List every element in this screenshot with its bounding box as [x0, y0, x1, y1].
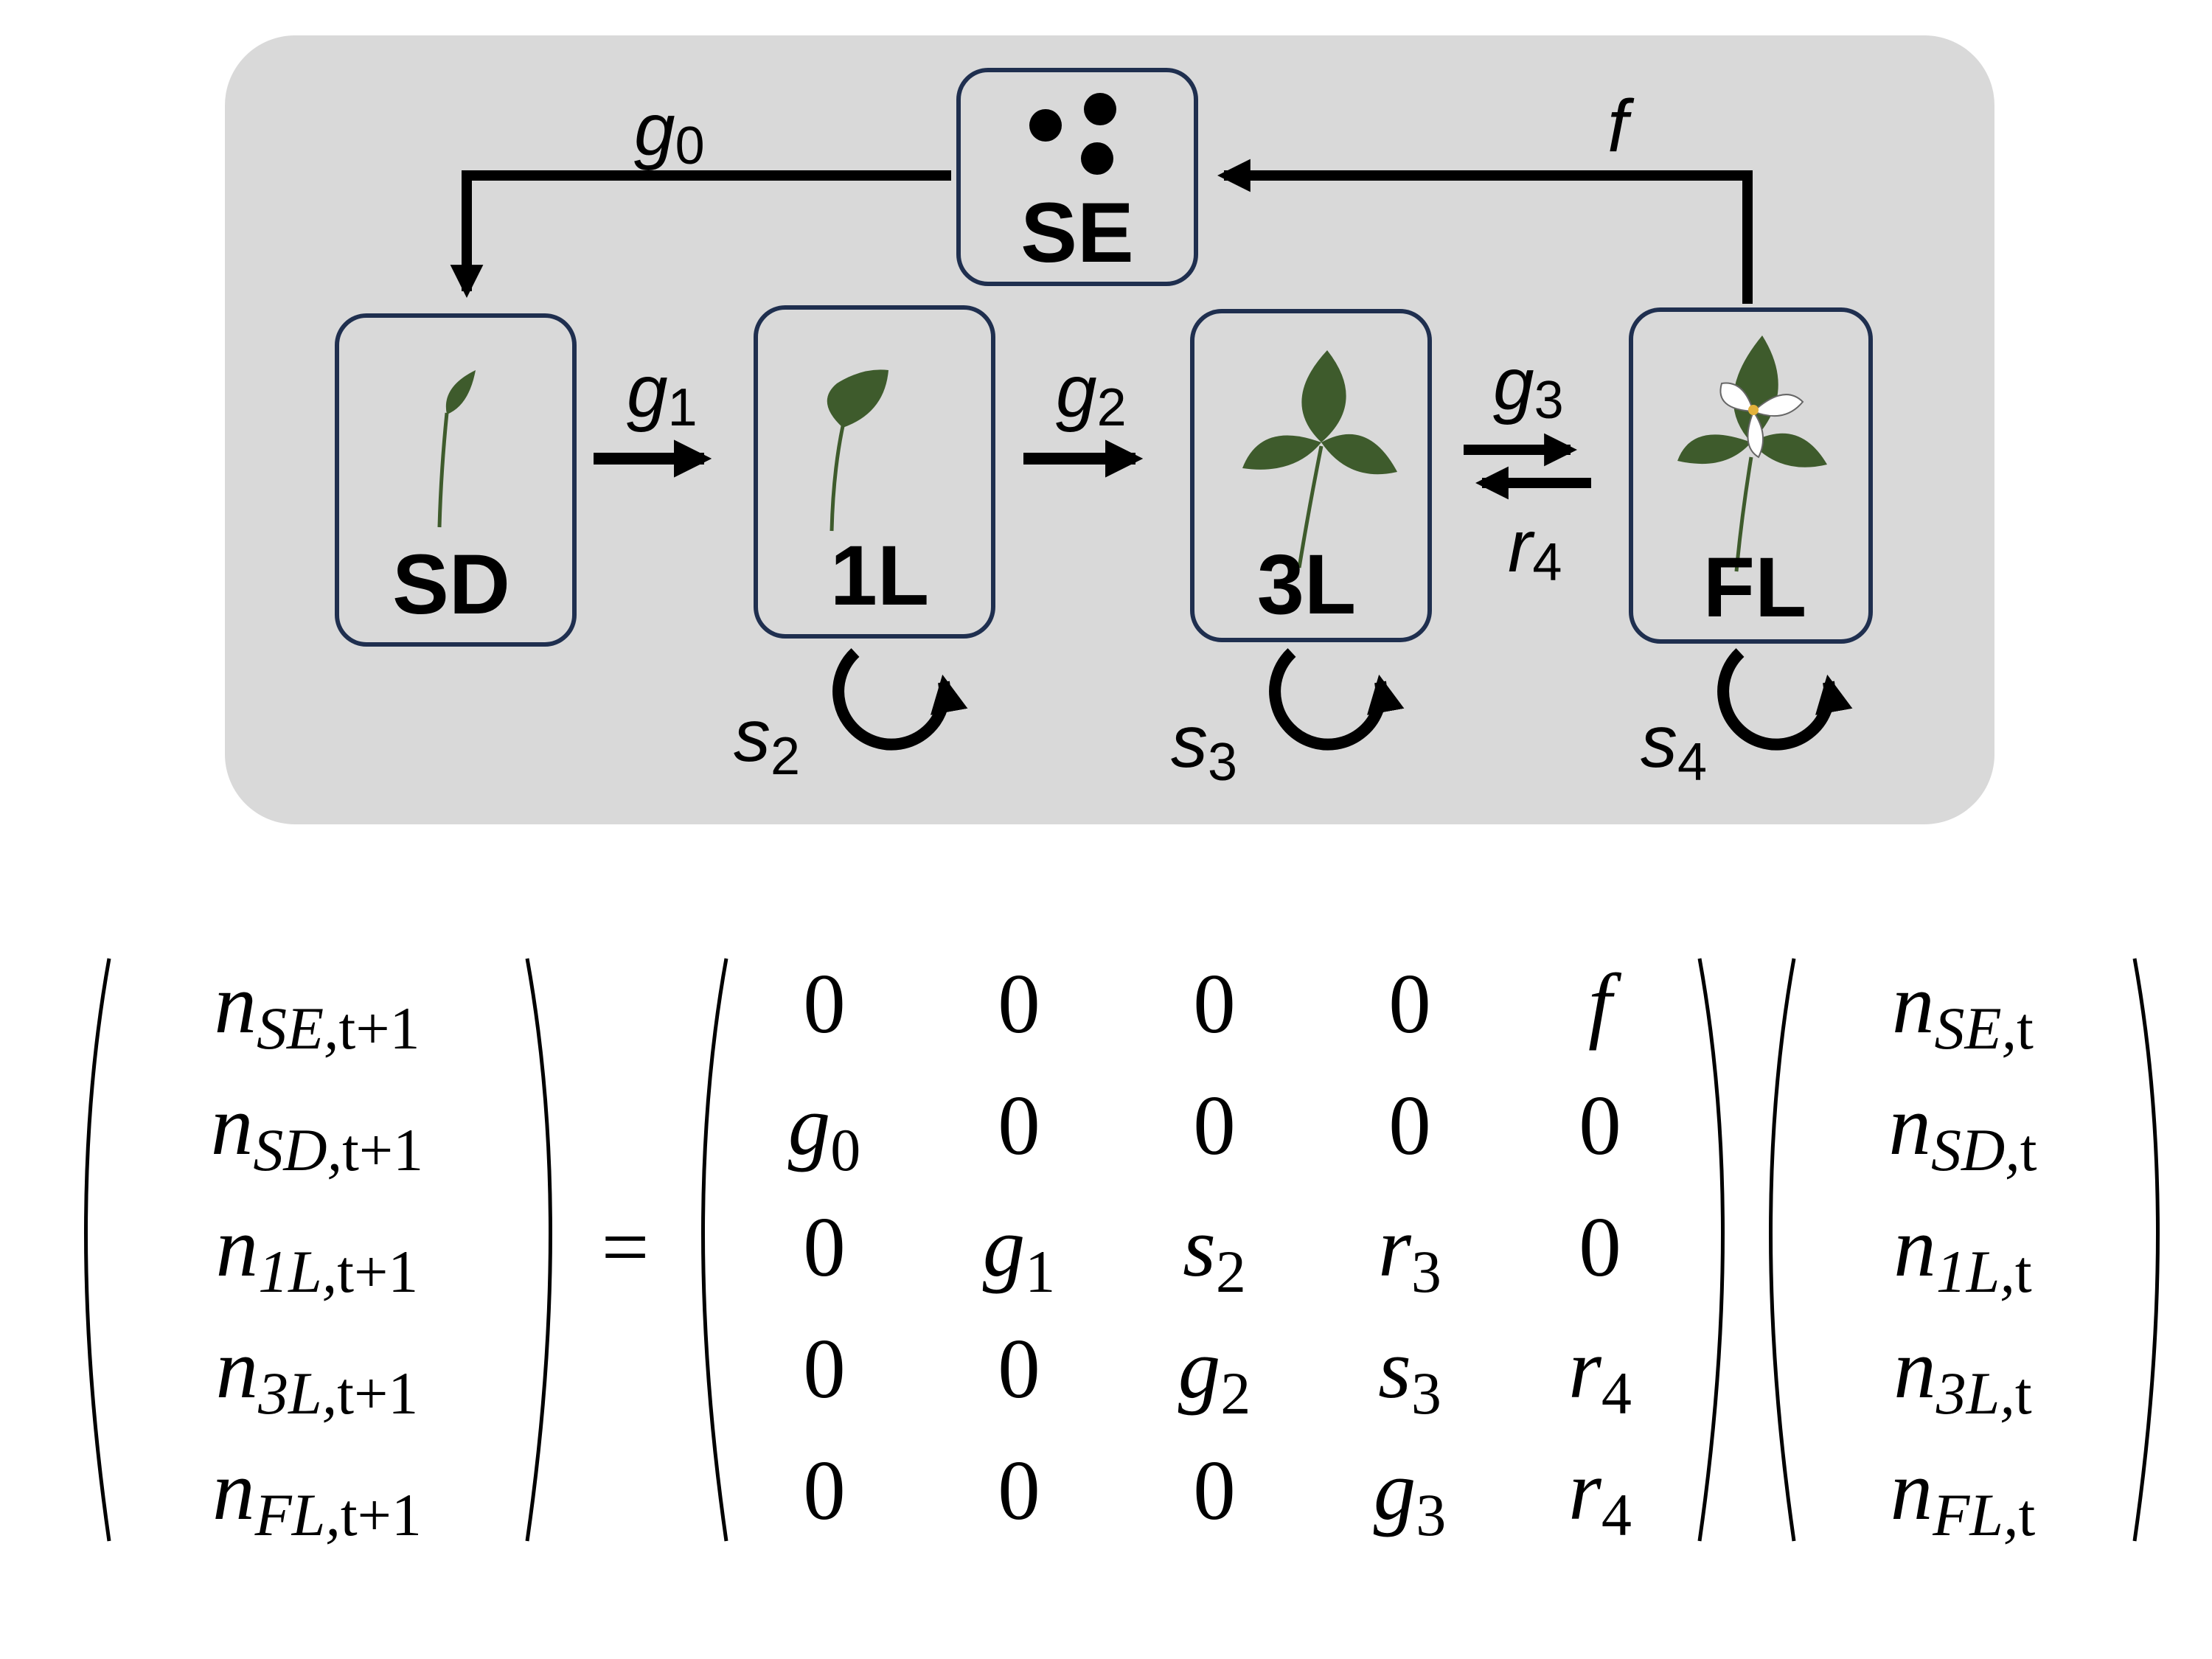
stage-box-3l: 3L	[1190, 309, 1432, 642]
rhs-entry: n3L,t	[1893, 1322, 2032, 1427]
lhs-vector: nSE,t+1 nSD,t+1 n1L,t+1 n3L,t+1 nFL,t+1	[211, 957, 423, 1548]
loop-arrow-s4	[1717, 648, 1853, 751]
seed-icon	[1029, 109, 1062, 142]
matrix-cell: 0	[1388, 957, 1431, 1051]
matrix-cell: 0	[1193, 1444, 1236, 1537]
rhs-entry: n1L,t	[1893, 1200, 2032, 1305]
matrix-cell: g2	[1178, 1322, 1251, 1427]
stage-label-3l: 3L	[1257, 538, 1356, 632]
label-g2: g2	[1056, 350, 1127, 437]
lhs-entry: n1L,t+1	[216, 1200, 419, 1305]
matrix-cell: 0	[803, 1200, 846, 1294]
rhs-entry: nSE,t	[1892, 957, 2034, 1062]
label-g3: g3	[1493, 343, 1564, 430]
stage-label-fl: FL	[1703, 540, 1807, 635]
matrix-cell: s3	[1378, 1322, 1441, 1427]
matrix-left-paren	[701, 958, 728, 1542]
flower-icon	[1719, 382, 1804, 459]
matrix-cell: r4	[1568, 1322, 1632, 1427]
rhs-vector: nSE,t nSD,t n1L,t n3L,t nFL,t	[1888, 957, 2037, 1548]
matrix-cell: 0	[803, 1444, 846, 1537]
rhs-entry: nSD,t	[1888, 1079, 2037, 1183]
seed-icon	[1081, 142, 1113, 175]
matrix-cell: 0	[1579, 1079, 1621, 1172]
rhs-entry: nFL,t	[1891, 1444, 2036, 1548]
label-r4: r4	[1508, 505, 1562, 592]
matrix-cell: 0	[998, 1322, 1040, 1416]
seedling-leaf-icon	[445, 370, 476, 414]
three-leaf-stem	[1297, 445, 1324, 568]
label-g0: g0	[634, 88, 705, 175]
rhs-right-paren	[2132, 958, 2160, 1542]
stage-label-1l: 1L	[830, 529, 929, 623]
lhs-entry: n3L,t+1	[216, 1322, 419, 1427]
matrix-cell: g3	[1374, 1444, 1447, 1548]
matrix-cell: 0	[803, 1322, 846, 1416]
lhs-entry: nSE,t+1	[214, 957, 420, 1062]
loop-arrow-s2	[832, 648, 968, 751]
seed-icon	[1084, 93, 1116, 125]
matrix-cell: 0	[1579, 1200, 1621, 1294]
matrix-cell: s2	[1183, 1200, 1246, 1305]
stage-label-se: SE	[1020, 186, 1133, 280]
matrix-right-paren	[1697, 958, 1725, 1542]
lhs-entry: nSD,t+1	[211, 1079, 423, 1183]
matrix-cell: r3	[1378, 1200, 1441, 1305]
seedling-stem	[437, 412, 449, 528]
one-leaf-stem	[830, 425, 845, 532]
label-s2: s2	[734, 695, 800, 786]
three-leaf-icon	[1242, 350, 1397, 475]
stage-label-sd: SD	[392, 538, 510, 632]
lhs-entry: nFL,t+1	[212, 1444, 422, 1548]
matrix-cell: 0	[1193, 957, 1236, 1051]
matrix-cell: g0	[788, 1079, 861, 1183]
matrix-cell: 0	[803, 957, 846, 1051]
matrix-cell: f	[1588, 957, 1622, 1051]
equals-sign: =	[602, 1200, 650, 1294]
stage-box-1l: 1L	[754, 305, 995, 639]
label-g1: g1	[627, 350, 698, 437]
matrix-cell: 0	[1193, 1079, 1236, 1172]
matrix-cell: 0	[998, 1079, 1040, 1172]
arrow-g0	[450, 170, 951, 298]
one-leaf-icon	[827, 369, 888, 428]
matrix-cell: 0	[998, 1444, 1040, 1537]
loop-arrow-s3	[1269, 648, 1405, 751]
matrix-cell: 0	[1388, 1079, 1431, 1172]
matrix-cell: g1	[983, 1200, 1056, 1305]
matrix-cell: r4	[1568, 1444, 1632, 1548]
stage-box-fl: FL	[1629, 307, 1873, 644]
stage-box-se: SE	[956, 68, 1198, 286]
transition-matrix: 0 0 0 0 f g0 0 0 0 0 0 g1 s2 r3 0 0 0 g2 s3 r4 0 0 0 g3 r4	[788, 957, 1632, 1548]
lhs-left-paren	[84, 958, 111, 1542]
label-s4: s4	[1641, 700, 1707, 792]
arrow-f	[1217, 159, 1753, 304]
lhs-right-paren	[525, 958, 552, 1542]
flower-stem	[1734, 456, 1753, 572]
stage-box-sd: SD	[335, 313, 577, 647]
rhs-left-paren	[1769, 958, 1796, 1542]
diagram-panel	[225, 35, 1994, 824]
matrix-cell: 0	[998, 957, 1040, 1051]
label-s3: s3	[1171, 700, 1237, 792]
